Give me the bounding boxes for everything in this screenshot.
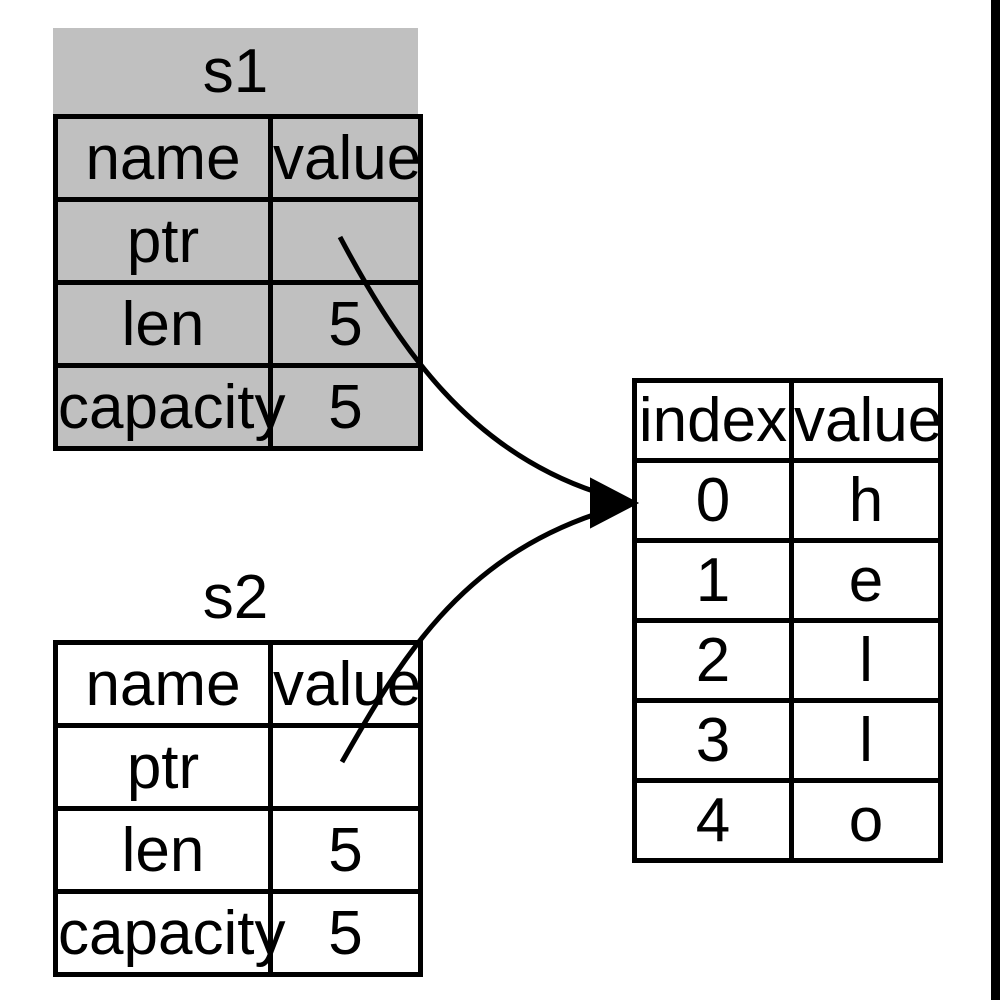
right-edge-bar [991,0,1000,1000]
table-row: capacity 5 [53,363,423,451]
s2-struct-group: s2 name value ptr len 5 capacity 5 [53,554,423,977]
s1-ptr-value [268,197,423,285]
s2-capacity-label: capacity [53,889,285,977]
heap-row-0-index: 0 [632,458,794,543]
s2-title: s2 [202,562,269,632]
heap-table: index value 0 h 1 e 2 l 3 l [632,378,943,863]
table-row: capacity 5 [53,889,423,977]
heap-buffer-group: index value 0 h 1 e 2 l 3 l [632,378,943,863]
table-row: len 5 [53,280,423,368]
table-row: 0 h [632,458,943,543]
table-row: 2 l [632,618,943,703]
table-row: name value [53,114,423,202]
table-row: len 5 [53,806,423,894]
table-row: name value [53,640,423,728]
table-row: 4 o [632,778,943,863]
s2-len-value: 5 [268,806,423,894]
s2-ptr-value [268,723,423,811]
heap-row-3-value: l [789,698,943,783]
heap-header-value: value [789,378,943,463]
heap-row-2-index: 2 [632,618,794,703]
s2-table: name value ptr len 5 capacity 5 [53,640,423,977]
table-row: index value [632,378,943,463]
s1-capacity-value: 5 [268,363,423,451]
heap-row-1-value: e [789,538,943,623]
s1-table: name value ptr len 5 capacity 5 [53,114,423,451]
heap-row-3-index: 3 [632,698,794,783]
s1-struct-group: s1 name value ptr len 5 capacity 5 [53,28,423,451]
s2-header-name: name [53,640,273,728]
heap-row-4-index: 4 [632,778,794,863]
heap-row-2-value: l [789,618,943,703]
heap-row-1-index: 1 [632,538,794,623]
s1-len-label: len [53,280,273,368]
s1-capacity-label: capacity [53,363,285,451]
s2-capacity-value: 5 [268,889,423,977]
table-row: 1 e [632,538,943,623]
s2-header-value: value [268,640,423,728]
s1-header-name: name [53,114,273,202]
heap-row-0-value: h [789,458,943,543]
table-row: ptr [53,723,423,811]
s2-ptr-label: ptr [53,723,273,811]
s1-ptr-label: ptr [53,197,273,285]
s1-title: s1 [202,36,269,106]
table-row: ptr [53,197,423,285]
s1-len-value: 5 [268,280,423,368]
pointer-arrowhead-icon [590,477,640,529]
table-row: 3 l [632,698,943,783]
heap-row-4-value: o [789,778,943,863]
s2-len-label: len [53,806,273,894]
heap-header-index: index [632,378,794,463]
s1-header-value: value [268,114,423,202]
